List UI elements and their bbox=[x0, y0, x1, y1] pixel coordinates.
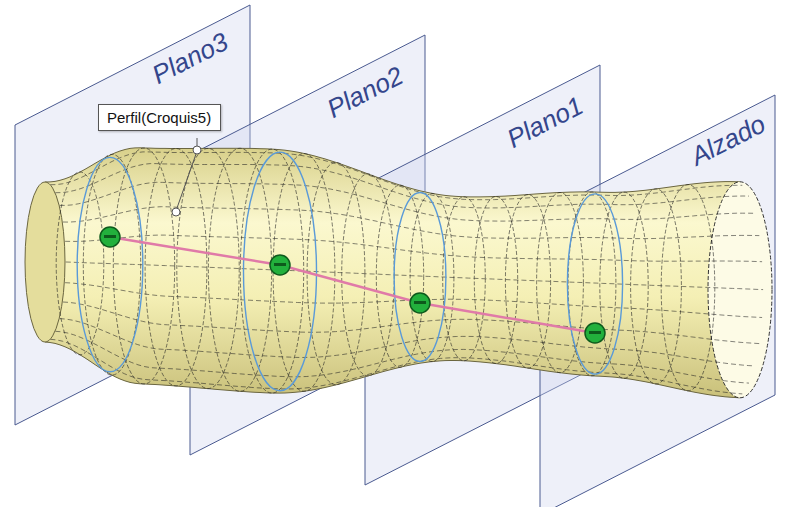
tooltip-box: Perfil(Croquis5) bbox=[98, 104, 221, 131]
mesh-line bbox=[65, 235, 762, 262]
guide-curve bbox=[110, 237, 595, 333]
mesh-ring bbox=[376, 185, 423, 367]
mesh-ring bbox=[113, 148, 174, 384]
leader-line bbox=[197, 138, 198, 146]
mesh-line bbox=[55, 164, 749, 208]
surface-end bbox=[25, 182, 65, 342]
mesh-line bbox=[60, 182, 755, 221]
mesh-line bbox=[50, 152, 742, 200]
mesh-line bbox=[50, 339, 742, 394]
guide-point bbox=[100, 227, 120, 247]
point-mark bbox=[414, 301, 426, 304]
loft-surface bbox=[25, 148, 772, 398]
profile-sketch bbox=[567, 194, 622, 374]
tooltip-leader bbox=[172, 138, 201, 216]
surface-body bbox=[45, 148, 740, 398]
leader-dot bbox=[172, 208, 180, 216]
point-mark bbox=[589, 331, 601, 334]
tooltip-text: Perfil(Croquis5) bbox=[107, 109, 212, 126]
guide-point bbox=[270, 255, 290, 275]
mesh-ring bbox=[208, 148, 271, 391]
mesh-ring bbox=[56, 172, 104, 355]
profile-sketch bbox=[77, 157, 143, 371]
guide-points bbox=[100, 227, 605, 343]
mesh-ring bbox=[410, 193, 454, 361]
profile-sketch bbox=[394, 193, 446, 362]
mesh-line bbox=[60, 319, 755, 366]
point-mark bbox=[274, 263, 286, 266]
guide-point bbox=[410, 293, 430, 313]
point-mark bbox=[104, 235, 116, 238]
leader-dot bbox=[193, 146, 201, 154]
leader-line bbox=[177, 154, 196, 208]
mesh-line bbox=[63, 207, 759, 239]
planes bbox=[15, 5, 775, 507]
mesh-line bbox=[66, 262, 763, 290]
mesh-line bbox=[65, 283, 762, 318]
guide-point bbox=[585, 323, 605, 343]
mesh-ring bbox=[600, 192, 648, 378]
